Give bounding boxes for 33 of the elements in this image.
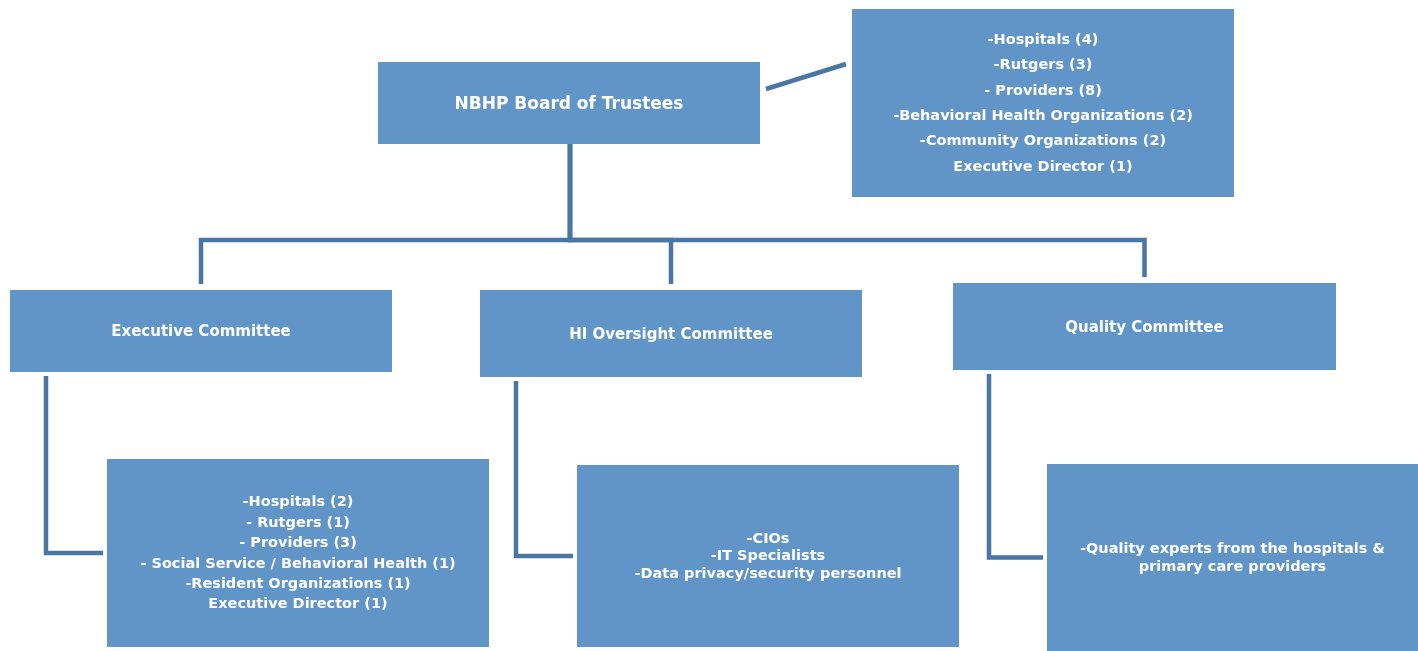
box-text: - Providers (3) <box>239 534 357 552</box>
box-text: Quality Committee <box>1065 317 1224 336</box>
connector-line <box>567 144 1147 277</box>
org-box <box>953 283 1336 370</box>
connector-line <box>513 381 573 559</box>
box-text: NBHP Board of Trustees <box>454 92 684 114</box>
box-text: -IT Specialists <box>710 547 826 565</box>
box-text: -Rutgers (3) <box>993 56 1093 74</box>
box-text: -Resident Organizations (1) <box>185 574 411 593</box>
box-text: Executive Director (1) <box>208 595 388 613</box>
box-text: -Community Organizations (2) <box>919 132 1167 150</box>
org-box <box>378 62 760 144</box>
org-box <box>577 465 959 647</box>
box-text: Executive Director (1) <box>953 157 1133 176</box>
box-text: -Quality experts from the hospitals & primary care providers <box>1079 540 1386 575</box>
connector-line <box>765 61 847 92</box>
box-text: -Hospitals (2) <box>242 493 354 511</box>
box-text: HI Oversight Committee <box>569 324 773 343</box>
box-text: -CIOs <box>746 529 790 548</box>
box-text: - Rutgers (1) <box>246 513 350 532</box>
org-box <box>107 459 489 647</box>
org-box <box>480 290 862 377</box>
box-text: Executive Committee <box>111 322 291 340</box>
box-text: - Providers (8) <box>984 81 1102 99</box>
org-box <box>10 290 392 372</box>
box-text: - Social Service / Behavioral Health (1) <box>140 554 456 572</box>
box-text: -Data privacy/security personnel <box>634 564 902 583</box>
box-text: -Hospitals (4) <box>987 30 1099 49</box>
connector-line <box>43 376 103 556</box>
org-box <box>852 9 1234 197</box>
connector-line <box>986 374 1043 560</box>
box-text: -Behavioral Health Organizations (2) <box>893 107 1193 125</box>
org-box <box>1047 464 1418 651</box>
